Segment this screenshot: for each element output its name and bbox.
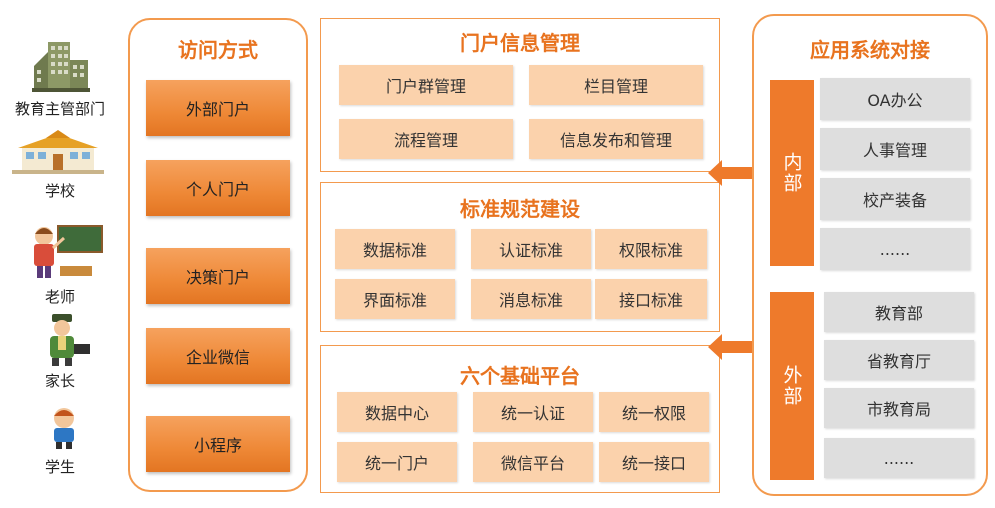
internal-item-assets[interactable]: 校产装备 (820, 178, 970, 220)
double-arrow-external (708, 334, 772, 360)
standards-panel: 标准规范建设 数据标准 认证标准 权限标准 界面标准 消息标准 接口标准 (320, 182, 720, 332)
access-item-decision-portal[interactable]: 决策门户 (146, 248, 290, 304)
external-label: 外部 (770, 292, 814, 480)
external-item-more[interactable]: ...... (824, 438, 974, 478)
portal-mgmt-item-portal-group[interactable]: 门户群管理 (339, 65, 513, 105)
access-panel: 访问方式 外部门户 个人门户 决策门户 企业微信 小程序 (128, 18, 308, 492)
standards-item-permission[interactable]: 权限标准 (595, 229, 707, 269)
role-label-parent: 家长 (44, 372, 75, 390)
standards-item-auth[interactable]: 认证标准 (471, 229, 591, 269)
role-label-teacher: 老师 (44, 288, 75, 306)
platforms-panel: 六个基础平台 数据中心 统一认证 统一权限 统一门户 微信平台 统一接口 (320, 345, 720, 493)
roles-column: 教育主管部门 学校 老师 家长 (0, 0, 120, 508)
integration-title: 应用系统对接 (810, 38, 930, 62)
role-label-government: 教育主管部门 (14, 100, 105, 118)
platforms-item-unified-portal[interactable]: 统一门户 (337, 442, 457, 482)
platforms-title: 六个基础平台 (460, 364, 580, 388)
portal-mgmt-title: 门户信息管理 (460, 31, 580, 55)
internal-item-more[interactable]: ...... (820, 228, 970, 270)
standards-item-interface-ui[interactable]: 界面标准 (335, 279, 455, 319)
internal-item-oa[interactable]: OA办公 (820, 78, 970, 120)
platforms-item-wechat-platform[interactable]: 微信平台 (473, 442, 593, 482)
school-building-icon (12, 130, 104, 174)
double-arrow-internal (708, 160, 772, 186)
portal-mgmt-item-publish[interactable]: 信息发布和管理 (529, 119, 703, 159)
parent-icon (50, 314, 90, 366)
platforms-item-data-center[interactable]: 数据中心 (337, 392, 457, 432)
external-item-provincial[interactable]: 省教育厅 (824, 340, 974, 380)
access-item-personal-portal[interactable]: 个人门户 (146, 160, 290, 216)
portal-mgmt-item-process[interactable]: 流程管理 (339, 119, 513, 159)
internal-item-hr[interactable]: 人事管理 (820, 128, 970, 170)
access-item-enterprise-wechat[interactable]: 企业微信 (146, 328, 290, 384)
role-label-school: 学校 (44, 182, 75, 200)
standards-item-api[interactable]: 接口标准 (595, 279, 707, 319)
access-item-external-portal[interactable]: 外部门户 (146, 80, 290, 136)
portal-mgmt-item-column[interactable]: 栏目管理 (529, 65, 703, 105)
portal-mgmt-panel: 门户信息管理 门户群管理 栏目管理 流程管理 信息发布和管理 (320, 18, 720, 172)
standards-item-message[interactable]: 消息标准 (471, 279, 591, 319)
access-title: 访问方式 (178, 38, 258, 62)
role-label-student: 学生 (44, 458, 75, 476)
external-item-municipal[interactable]: 市教育局 (824, 388, 974, 428)
government-building-icon (32, 42, 90, 92)
internal-label: 内部 (770, 80, 814, 266)
standards-title: 标准规范建设 (460, 197, 580, 221)
student-icon (54, 408, 74, 449)
teacher-icon (34, 225, 103, 278)
platforms-item-unified-permission[interactable]: 统一权限 (599, 392, 709, 432)
external-item-moe[interactable]: 教育部 (824, 292, 974, 332)
access-item-mini-program[interactable]: 小程序 (146, 416, 290, 472)
integration-panel: 应用系统对接 内部 OA办公 人事管理 校产装备 ...... 外部 教育部 省… (752, 14, 988, 496)
platforms-item-unified-api[interactable]: 统一接口 (599, 442, 709, 482)
platforms-item-unified-auth[interactable]: 统一认证 (473, 392, 593, 432)
standards-item-data[interactable]: 数据标准 (335, 229, 455, 269)
